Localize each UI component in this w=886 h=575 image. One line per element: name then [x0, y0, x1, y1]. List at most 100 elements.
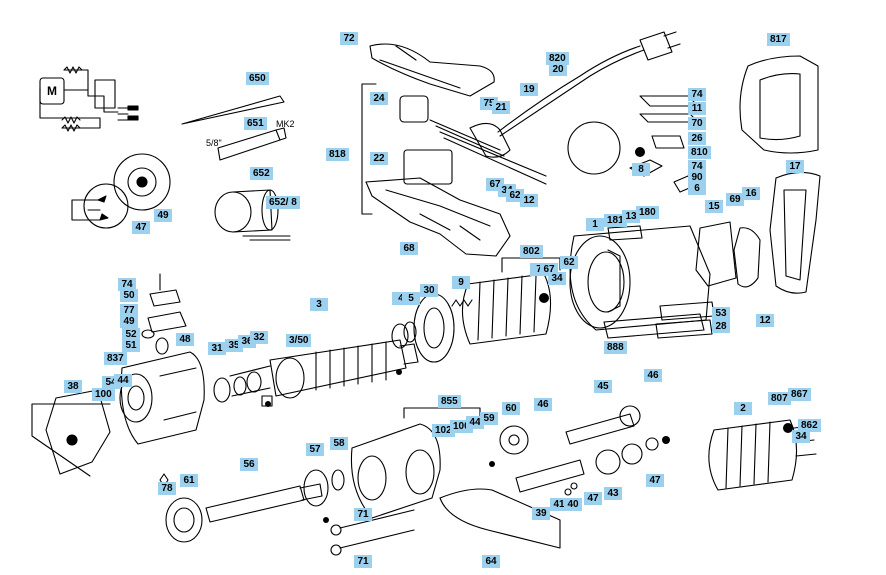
- bearing-4: [391, 323, 409, 349]
- part-label-46-right: 46: [644, 369, 662, 382]
- part-label-52: 52: [122, 328, 140, 341]
- spring: [451, 299, 473, 307]
- part-label-21: 21: [492, 101, 510, 114]
- rubber-grip: [769, 171, 821, 294]
- part-label-49-top: 49: [154, 209, 172, 222]
- part-label-45: 45: [594, 380, 612, 393]
- part-label-78: 78: [158, 482, 176, 495]
- part-label-70: 70: [688, 117, 706, 130]
- part-label-16: 16: [742, 187, 760, 200]
- gear-housing-rear: [350, 423, 441, 519]
- part-label-47-top: 47: [132, 221, 150, 234]
- intermediate-shaft: [565, 413, 635, 445]
- gear-housing-front: [119, 351, 205, 445]
- part-label-32: 32: [250, 331, 268, 344]
- part-label-24: 24: [370, 92, 388, 105]
- switch-body: [403, 149, 453, 185]
- part-label-43: 43: [604, 487, 622, 500]
- bearing-5: [403, 321, 417, 343]
- part-label-71-upper: 71: [354, 508, 372, 521]
- part-label-17: 17: [786, 160, 804, 173]
- gasket-plate: [45, 389, 111, 475]
- part-label-862: 862: [798, 419, 821, 432]
- part-label-651: 651: [244, 117, 267, 130]
- gear-43-a: [595, 449, 621, 475]
- part-label-44-left: 44: [114, 374, 132, 387]
- part-label-69: 69: [726, 193, 744, 206]
- spindle-shaft: [205, 483, 323, 523]
- part-label-39: 39: [532, 507, 550, 520]
- part-label-77: 77: [120, 304, 138, 317]
- part-label-62-mid: 62: [560, 256, 578, 269]
- part-label-34-right: 34: [792, 430, 810, 443]
- locking-collar: [173, 507, 195, 533]
- part-label-31: 31: [208, 342, 226, 355]
- spindle-collar: [165, 497, 203, 543]
- part-label-181: 181: [604, 214, 627, 227]
- drill-chuck: [214, 189, 291, 241]
- part-label-61: 61: [180, 474, 198, 487]
- part-label-13: 13: [622, 210, 640, 223]
- brush-plate: [695, 221, 737, 287]
- pinion-shaft: [515, 459, 585, 493]
- gear-45: [619, 405, 641, 427]
- part-label-26: 26: [688, 132, 706, 145]
- part-label-90: 90: [688, 171, 706, 184]
- part-label-28: 28: [712, 320, 730, 333]
- part-label-68: 68: [400, 242, 418, 255]
- part-label-74-mid: 74: [688, 160, 706, 173]
- part-label-11: 11: [688, 102, 706, 115]
- bracket-837: [31, 403, 111, 477]
- part-label-60: 60: [502, 402, 520, 415]
- part-label-48: 48: [176, 333, 194, 346]
- drift-wedge: [181, 95, 285, 125]
- part-label-49-left: 49: [120, 315, 138, 328]
- part-label-888: 888: [604, 341, 627, 354]
- part-label-72: 72: [340, 32, 358, 45]
- gear-60: [499, 425, 529, 455]
- part-label-3-50: 3/50: [286, 334, 312, 347]
- part-label-46-mid: 46: [534, 398, 552, 411]
- part-label-47-mid: 47: [584, 492, 602, 505]
- part-label-102: 102: [432, 424, 455, 437]
- part-label-74-left: 74: [118, 278, 136, 291]
- part-label-12-right: 12: [756, 314, 774, 327]
- brush-cover: [733, 227, 761, 288]
- armature: [229, 339, 419, 399]
- part-label-817: 817: [767, 33, 790, 46]
- part-label-12-top: 12: [520, 194, 538, 207]
- part-label-652-8: 652/ 8: [266, 196, 300, 209]
- 818-bracket: [361, 83, 377, 215]
- part-label-802: 802: [520, 245, 543, 258]
- taper-arbor: [217, 127, 287, 161]
- part-label-50: 50: [120, 289, 138, 302]
- capacitor: [399, 95, 429, 123]
- part-label-51: 51: [122, 339, 140, 352]
- part-label-47-right: 47: [646, 474, 664, 487]
- part-label-56: 56: [240, 458, 258, 471]
- part-label-15: 15: [705, 200, 723, 213]
- part-label-650: 650: [246, 72, 269, 85]
- handle-housing-lower: [365, 177, 511, 257]
- part-label-62-top: 62: [506, 189, 524, 202]
- part-label-820: 820: [546, 52, 569, 65]
- part-label-3: 3: [310, 298, 328, 311]
- part-label-19: 19: [520, 83, 538, 96]
- end-cap: [739, 55, 819, 154]
- speed-switch-dial: [71, 153, 171, 229]
- gear-43-b: [621, 443, 643, 465]
- power-cable: [429, 31, 681, 185]
- text-mk2: MK2: [276, 119, 295, 129]
- part-label-59: 59: [480, 412, 498, 425]
- part-label-5: 5: [402, 292, 420, 305]
- part-label-20: 20: [549, 63, 567, 76]
- brush-detail-circle: [567, 121, 621, 175]
- part-label-9: 9: [452, 276, 470, 289]
- part-label-58: 58: [330, 437, 348, 450]
- part-label-34-mid: 34: [548, 272, 566, 285]
- part-label-2: 2: [734, 402, 752, 415]
- part-label-652: 652: [250, 167, 273, 180]
- part-label-74-upper: 74: [688, 88, 706, 101]
